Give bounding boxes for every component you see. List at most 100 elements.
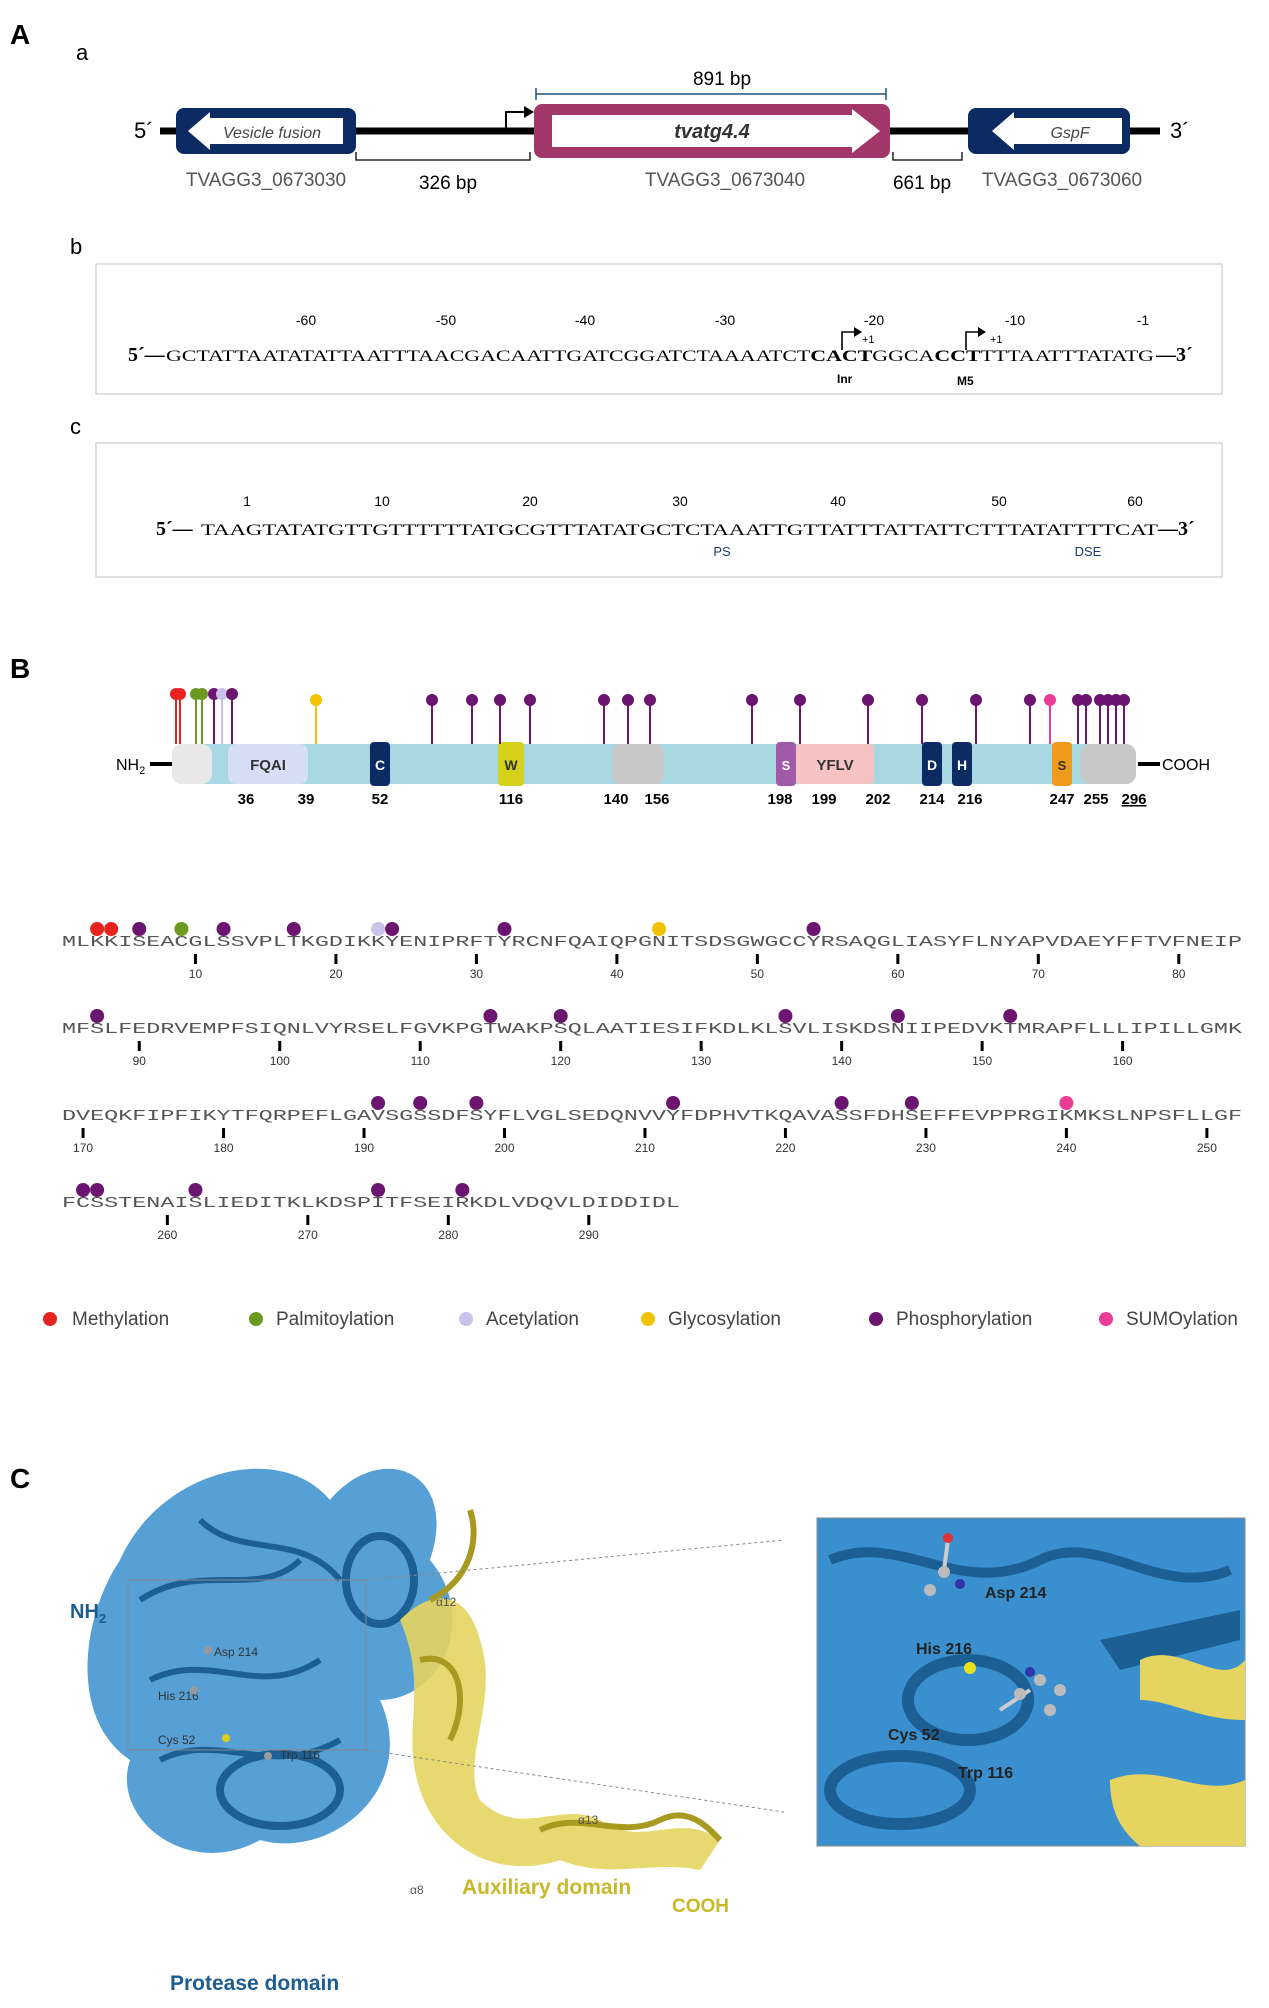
residue-label-zoom: Asp 214 xyxy=(985,1585,1046,1602)
legend-dot-sumoylation xyxy=(1099,1312,1113,1326)
terminator-position: 50 xyxy=(991,493,1007,509)
legend-label-glycosylation: Glycosylation xyxy=(668,1309,781,1330)
domain-position: 140 xyxy=(603,791,628,808)
ptm-site-marker xyxy=(1059,1096,1074,1110)
ruler-label: 100 xyxy=(270,1054,290,1068)
ptm-lollipop xyxy=(794,694,806,706)
w-label: W xyxy=(504,757,518,773)
ptm-site-marker xyxy=(890,1009,905,1023)
ptm-lollipop xyxy=(196,688,208,700)
ptm-site-marker xyxy=(90,922,105,936)
domain-position: 39 xyxy=(298,791,315,808)
ruler-label: 70 xyxy=(1032,967,1046,981)
his-nitrogen xyxy=(955,1579,965,1589)
domain-position: 199 xyxy=(811,791,836,808)
ruler-label: 40 xyxy=(610,967,624,981)
terminator-position: 20 xyxy=(522,493,538,509)
ruler-label: 80 xyxy=(1172,967,1186,981)
ptm-site-marker xyxy=(104,922,119,936)
ptm-lollipop xyxy=(1118,694,1130,706)
gene-right-name: GspF xyxy=(1050,125,1090,142)
gray-region-1 xyxy=(612,744,664,784)
ptm-site-marker xyxy=(371,922,386,936)
m5-tss-arrow xyxy=(965,331,980,350)
gene-right-id: TVAGG3_0673060 xyxy=(982,170,1142,191)
s2-label: S xyxy=(1058,758,1067,773)
asp-carbon xyxy=(938,1566,950,1578)
promoter-position: -40 xyxy=(575,312,595,328)
terminator-sequence: TAAGTATATGTTGTTTTTTATGCGTTTATATGCTCTAAAT… xyxy=(201,522,1158,539)
sequence-line-1: MLKKISEACGLSSVPLTKGDIKKYENIPRFTYRCNFQAIQ… xyxy=(62,934,1242,951)
inset-sheet xyxy=(1100,1610,1240,1670)
d-motif xyxy=(922,742,942,786)
yflv-domain xyxy=(796,744,874,784)
alpha13-label: α13 xyxy=(578,1813,599,1827)
promoter-position: -1 xyxy=(1137,312,1150,328)
ptm-lollipop xyxy=(598,694,610,706)
domain-position: 216 xyxy=(957,791,982,808)
ptm-site-marker xyxy=(553,1009,568,1023)
protease-domain-label: Protease domain xyxy=(170,1972,339,1995)
ptm-lollipop xyxy=(310,694,322,706)
s1-label: S xyxy=(782,758,791,773)
inr-label: Inr xyxy=(837,372,853,386)
residue-label-small: Trp 116 xyxy=(280,1748,320,1762)
ptm-lollipop xyxy=(746,694,758,706)
ptm-site-marker xyxy=(413,1096,428,1110)
ptm-site-marker xyxy=(455,1183,470,1197)
domain-position: 255 xyxy=(1083,791,1108,808)
promoter-position: -60 xyxy=(296,312,316,328)
terminator-position: 30 xyxy=(672,493,688,509)
ptm-lollipop xyxy=(622,694,634,706)
promoter-seq-inr: CACT xyxy=(810,348,872,365)
ptm-lollipop xyxy=(862,694,874,706)
sequence-text: FCSSTENAISLIEDITKLKDSPITFSEIRKDLVDQVLDID… xyxy=(62,1195,680,1212)
ptm-site-marker xyxy=(469,1096,484,1110)
ruler-label: 50 xyxy=(751,967,765,981)
ruler-label: 200 xyxy=(494,1141,514,1155)
ruler-label: 10 xyxy=(189,967,203,981)
terminator-ticks: 1 10 20 30 40 50 60 xyxy=(243,493,1143,509)
residue-label-small: Cys 52 xyxy=(158,1733,196,1747)
ptm-lollipop xyxy=(174,688,186,700)
ruler-label: 170 xyxy=(73,1141,93,1155)
ptm-lollipop xyxy=(494,694,506,706)
ruler-label: 190 xyxy=(354,1141,374,1155)
asp-oxygen xyxy=(943,1533,953,1543)
gene-left-id: TVAGG3_0673030 xyxy=(186,170,346,191)
domain-position: 202 xyxy=(865,791,890,808)
domain-position: 36 xyxy=(238,791,255,808)
s-motif-2 xyxy=(1052,742,1072,786)
inset-helix-2 xyxy=(824,1750,976,1830)
ptm-site-marker xyxy=(834,1096,849,1110)
legend-label-sumoylation: SUMOylation xyxy=(1126,1309,1238,1330)
ptm-lollipop xyxy=(916,694,928,706)
terminator-position: 1 xyxy=(243,493,251,509)
ptm-site-marker xyxy=(188,1183,203,1197)
ruler-label: 160 xyxy=(1113,1054,1133,1068)
ptm-lollipop xyxy=(1044,694,1056,706)
inr-tss-arrow xyxy=(841,331,856,350)
ptm-site-marker xyxy=(132,922,147,936)
trp-carbon-1 xyxy=(1014,1688,1026,1700)
gene-main-id: TVAGG3_0673040 xyxy=(645,170,805,191)
ruler-label: 180 xyxy=(214,1141,234,1155)
ptm-site-marker xyxy=(778,1009,793,1023)
ruler-label: 210 xyxy=(635,1141,655,1155)
fqai-domain xyxy=(228,744,308,784)
ruler-label: 110 xyxy=(411,1054,430,1068)
ptm-site-marker xyxy=(497,922,512,936)
promoter-five-prime: 5´— xyxy=(128,344,166,366)
ruler-label: 120 xyxy=(551,1054,571,1068)
zoom-connector-top xyxy=(365,1539,785,1581)
m5-tss-arrow-head xyxy=(978,327,986,337)
terminator-position: 10 xyxy=(374,493,390,509)
ptm-lollipop xyxy=(1024,694,1036,706)
domain-position: 296 xyxy=(1121,791,1146,808)
domain-position: 156 xyxy=(644,791,669,808)
gene-left-name: Vesicle fusion xyxy=(223,125,321,142)
legend-dot-methylation xyxy=(43,1312,57,1326)
legend-label-phosphorylation: Phosphorylation xyxy=(896,1309,1032,1330)
promoter-ticks: -60 -50 -40 -30 -20 -10 -1 xyxy=(296,312,1150,328)
